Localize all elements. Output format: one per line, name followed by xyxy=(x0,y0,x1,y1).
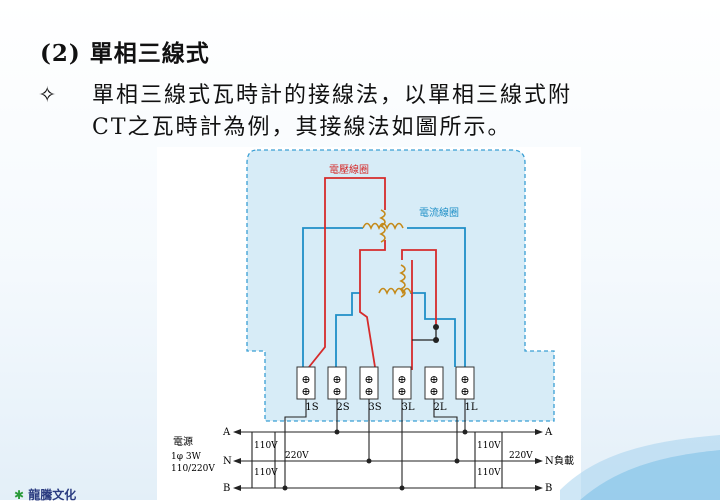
page-title: (2) 單相三線式 xyxy=(40,40,210,67)
terminal-3l: ⊕ ⊕ xyxy=(392,366,412,400)
terminal-label-3s: 3S xyxy=(368,402,381,413)
bullet-text: 單相三線式瓦時計的接線法，以單相三線式附 CT之瓦時計為例，其接線法如圖所示。 xyxy=(92,80,692,144)
current-circuit xyxy=(302,227,466,367)
publisher-logo: ✱ 龍騰文化 xyxy=(14,486,76,503)
line-b-left: B xyxy=(223,483,230,494)
terminal-label-1s: 1S xyxy=(305,402,318,413)
bullet-line-2: CT之瓦時計為例，其接線法如圖所示。 xyxy=(92,115,512,140)
terminal-label-1l: 1L xyxy=(464,402,477,413)
svg-text:⊕: ⊕ xyxy=(429,385,438,398)
svg-text:⊕: ⊕ xyxy=(332,373,341,386)
voltage-coil-top-icon xyxy=(379,209,386,243)
load-label: 負載 xyxy=(554,455,574,467)
current-coil-bottom-icon xyxy=(378,287,412,295)
voltage-220-left: 220V xyxy=(285,451,309,461)
voltage-110-right-bottom: 110V xyxy=(477,468,501,478)
terminal-label-2s: 2S xyxy=(336,402,349,413)
source-spec-2: 110/220V xyxy=(171,464,215,474)
terminal-label-3l: 3L xyxy=(401,402,414,413)
terminal-block: ⊕ ⊕ ⊕ ⊕ ⊕ ⊕ ⊕ ⊕ xyxy=(296,366,475,400)
meter-body xyxy=(246,149,555,422)
voltage-circuit xyxy=(308,177,437,370)
svg-text:⊕: ⊕ xyxy=(301,385,310,398)
line-n-left: N xyxy=(223,456,232,467)
terminal-3s: ⊕ ⊕ xyxy=(359,366,379,400)
line-a-left: A xyxy=(222,427,231,438)
svg-text:⊕: ⊕ xyxy=(397,373,406,386)
external-wiring xyxy=(241,399,535,489)
svg-text:⊕: ⊕ xyxy=(460,373,469,386)
terminal-2l: ⊕ ⊕ xyxy=(424,366,444,400)
svg-text:⊕: ⊕ xyxy=(364,373,373,386)
diamond-star-icon: ✧ xyxy=(38,83,57,108)
current-coil-label: 電流線圈 xyxy=(419,206,459,219)
terminal-1l: ⊕ ⊕ xyxy=(455,366,475,400)
line-b-right: B xyxy=(545,483,552,494)
voltage-110-right-top: 110V xyxy=(477,441,501,451)
decorative-wave xyxy=(560,435,720,500)
bullet-line-1: 單相三線式瓦時計的接線法，以單相三線式附 xyxy=(92,83,573,108)
terminal-1s: ⊕ ⊕ xyxy=(296,366,316,400)
svg-text:⊕: ⊕ xyxy=(332,385,341,398)
voltage-110-left-top: 110V xyxy=(254,441,278,451)
svg-text:⊕: ⊕ xyxy=(460,385,469,398)
wiring-diagram: 電壓線圈 電流線圈 ⊕ ⊕ ⊕ ⊕ ⊕ ⊕ xyxy=(157,147,581,500)
voltage-110-left-bottom: 110V xyxy=(254,468,278,478)
svg-text:⊕: ⊕ xyxy=(364,385,373,398)
svg-text:⊕: ⊕ xyxy=(397,385,406,398)
line-a-right: A xyxy=(544,427,553,438)
voltage-coil-label: 電壓線圈 xyxy=(329,163,369,176)
svg-text:⊕: ⊕ xyxy=(429,373,438,386)
wiring-diagram-svg: 電壓線圈 電流線圈 ⊕ ⊕ ⊕ ⊕ ⊕ ⊕ xyxy=(171,149,574,494)
logo-mark-icon: ✱ xyxy=(14,488,25,502)
logo-text: 龍騰文化 xyxy=(28,488,77,502)
line-n-right: N xyxy=(545,456,554,467)
current-coil-top-icon xyxy=(362,222,404,230)
svg-text:⊕: ⊕ xyxy=(301,373,310,386)
power-source-label: 電源 xyxy=(173,435,193,448)
terminal-label-2l: 2L xyxy=(433,402,446,413)
source-spec-1: 1φ 3W xyxy=(171,452,202,462)
voltage-220-right: 220V xyxy=(509,451,533,461)
terminal-2s: ⊕ ⊕ xyxy=(327,366,347,400)
